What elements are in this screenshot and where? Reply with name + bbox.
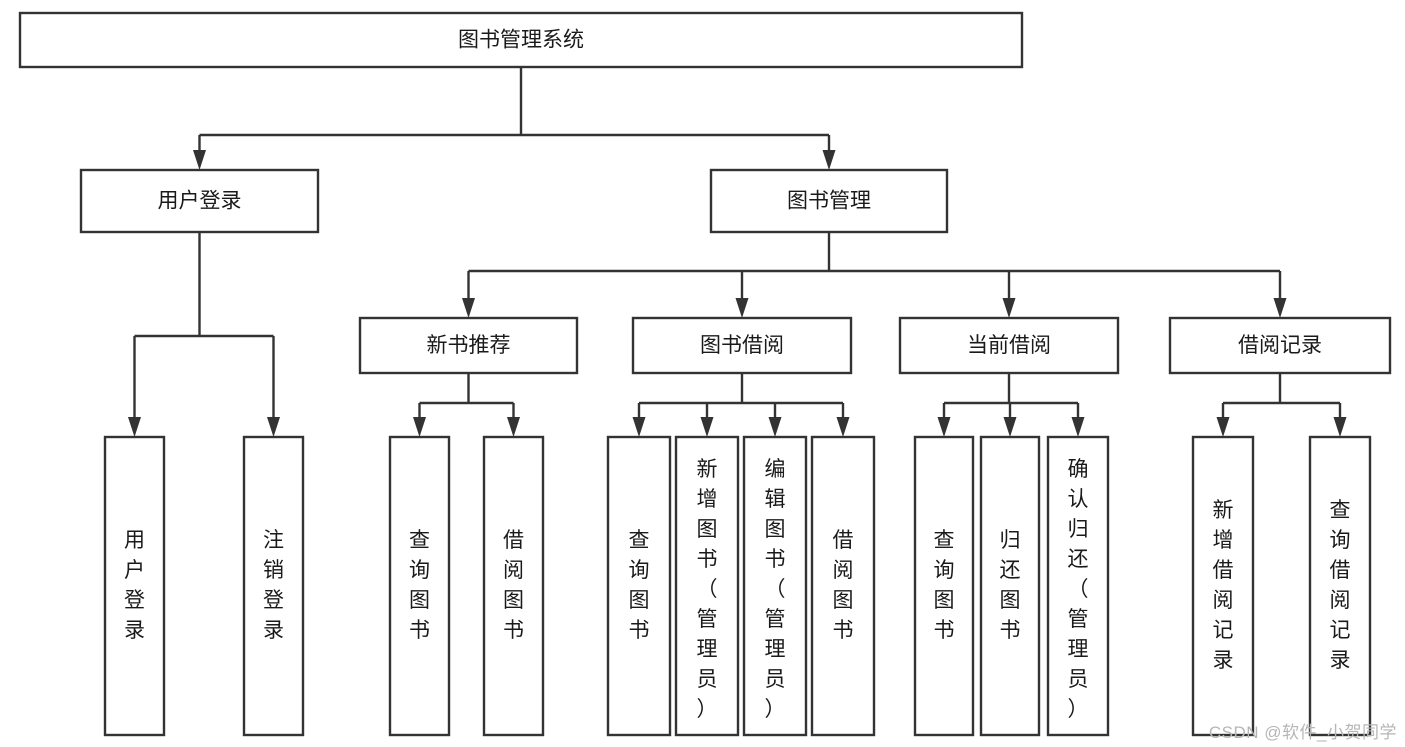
node-current-borrow[interactable]: 当前借阅 — [898, 316, 1120, 375]
connector-group-user-login — [128, 232, 280, 437]
node-leaf-return-book[interactable]: 归还图书 — [979, 435, 1041, 737]
node-leaf-borrow-book-2[interactable]: 借阅图书 — [810, 435, 876, 737]
connector-group-borrow-record — [1216, 373, 1347, 437]
node-leaf-query-book-2[interactable]: 查询图书 — [606, 435, 672, 737]
node-label: 图书管理系统 — [458, 29, 584, 52]
node-label: 查询图书 — [629, 529, 650, 642]
node-new-book-recommend[interactable]: 新书推荐 — [358, 316, 579, 375]
node-label: 新增借阅记录 — [1213, 499, 1234, 672]
node-box — [742, 435, 808, 737]
node-box — [103, 435, 166, 737]
node-borrow-record[interactable]: 借阅记录 — [1168, 316, 1392, 375]
node-label: 借阅记录 — [1238, 334, 1322, 357]
node-label: 编辑图书（管理员） — [765, 458, 786, 721]
connector-group-book-management — [462, 232, 1287, 318]
connector-group-current-borrow — [937, 373, 1085, 437]
watermark-label: CSDN @软件_小贺同学 — [1208, 723, 1397, 742]
node-user-login[interactable]: 用户登录 — [79, 168, 320, 234]
node-label: 注销登录 — [263, 529, 284, 642]
node-box — [979, 435, 1041, 737]
node-label: 用户登录 — [124, 529, 145, 642]
node-box — [1168, 316, 1392, 375]
node-label: 借阅图书 — [833, 529, 854, 642]
node-box — [606, 435, 672, 737]
node-label: 新书推荐 — [427, 334, 511, 357]
node-leaf-query-record[interactable]: 查询借阅记录 — [1308, 435, 1372, 737]
node-label: 用户登录 — [158, 190, 242, 213]
node-box — [810, 435, 876, 737]
node-book-borrow[interactable]: 图书借阅 — [631, 316, 853, 375]
node-box — [388, 435, 451, 737]
node-box — [631, 316, 853, 375]
node-leaf-edit-book[interactable]: 编辑图书（管理员） — [742, 435, 808, 737]
node-leaf-logout[interactable]: 注销登录 — [242, 435, 305, 737]
node-box — [1191, 435, 1255, 737]
node-label: 归还图书 — [1000, 529, 1021, 642]
node-label: 新增图书（管理员） — [697, 458, 718, 721]
node-box — [482, 435, 545, 737]
node-book-management[interactable]: 图书管理 — [709, 168, 949, 234]
connector-group-root — [193, 67, 836, 170]
node-box — [1046, 435, 1110, 737]
node-leaf-add-record[interactable]: 新增借阅记录 — [1191, 435, 1255, 737]
node-label: 当前借阅 — [967, 334, 1051, 357]
node-root[interactable]: 图书管理系统 — [18, 11, 1024, 69]
connector-group-new-book-recommend — [413, 373, 520, 437]
node-label: 查询借阅记录 — [1330, 499, 1351, 672]
node-box — [898, 316, 1120, 375]
connector-group-book-borrow — [632, 373, 850, 437]
node-box — [79, 168, 320, 234]
node-leaf-query-book-1[interactable]: 查询图书 — [388, 435, 451, 737]
node-label: 图书借阅 — [700, 334, 784, 357]
node-box — [18, 11, 1024, 69]
node-leaf-confirm-return[interactable]: 确认归还（管理员） — [1046, 435, 1110, 737]
node-box — [674, 435, 740, 737]
node-label: 图书管理 — [787, 190, 871, 213]
node-box — [358, 316, 579, 375]
node-box — [709, 168, 949, 234]
node-label: 查询图书 — [409, 529, 430, 642]
node-label: 确认归还（管理员） — [1068, 458, 1089, 721]
node-box — [242, 435, 305, 737]
node-label: 查询图书 — [934, 529, 955, 642]
node-leaf-query-book-3[interactable]: 查询图书 — [913, 435, 975, 737]
node-box — [1308, 435, 1372, 737]
node-leaf-user-login[interactable]: 用户登录 — [103, 435, 166, 737]
node-leaf-add-book[interactable]: 新增图书（管理员） — [674, 435, 740, 737]
node-box — [913, 435, 975, 737]
node-label: 借阅图书 — [503, 529, 524, 642]
node-leaf-borrow-book-1[interactable]: 借阅图书 — [482, 435, 545, 737]
